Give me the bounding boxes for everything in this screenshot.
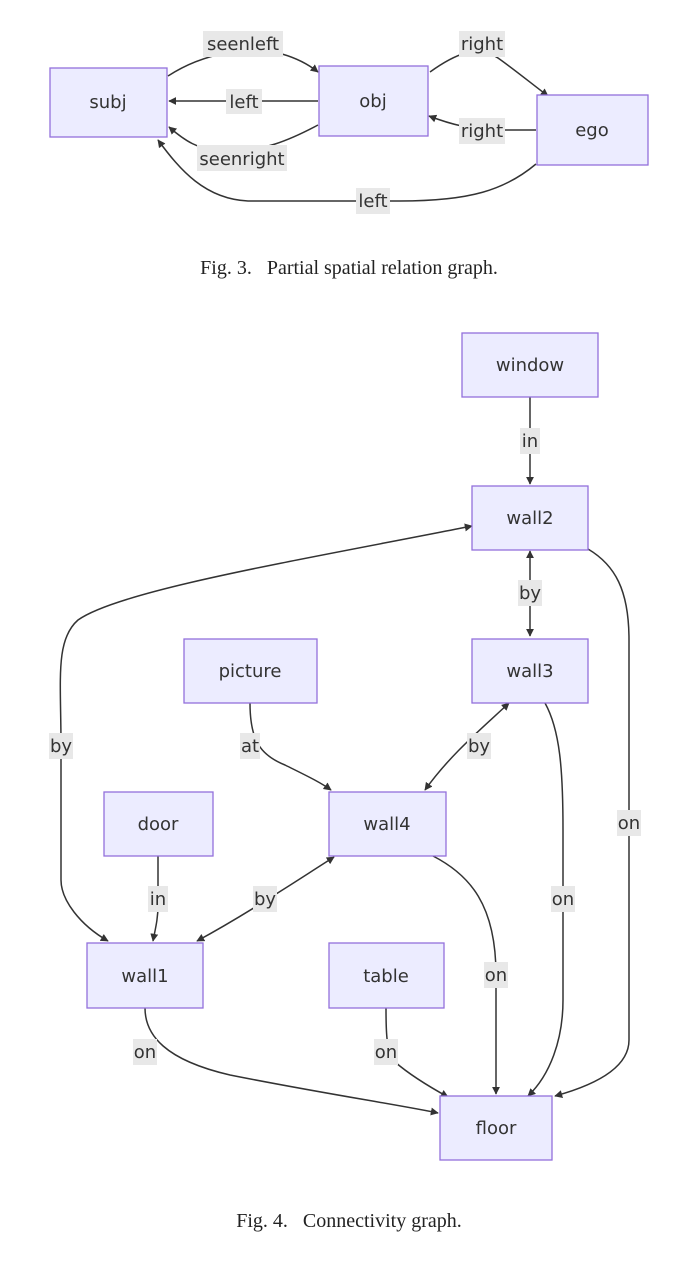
caption-fig3: Fig. 3. Partial spatial relation graph. xyxy=(200,257,498,279)
edge-label-door-wall1: in xyxy=(148,886,168,912)
edge-ego-subj-left xyxy=(157,139,537,202)
caption-fig4: Fig. 4. Connectivity graph. xyxy=(236,1210,462,1232)
edge-label-seenleft: seenleft xyxy=(203,31,283,57)
edge-wall1-floor xyxy=(144,1007,439,1116)
node-door: door xyxy=(103,791,214,857)
svg-text:table: table xyxy=(363,966,409,987)
node-window: window xyxy=(461,332,599,398)
svg-text:by: by xyxy=(468,736,490,757)
node-wall3: wall3 xyxy=(471,638,589,704)
svg-text:wall3: wall3 xyxy=(506,661,553,682)
edge-wall2-floor xyxy=(554,548,630,1098)
node-wall4: wall4 xyxy=(328,791,447,857)
node-subj: subj xyxy=(49,67,168,138)
svg-text:wall2: wall2 xyxy=(506,508,553,529)
svg-text:seenright: seenright xyxy=(199,149,284,170)
svg-text:seenleft: seenleft xyxy=(207,34,279,55)
edge-label-table-floor: on xyxy=(374,1039,398,1065)
edge-label-picture-wall4: at xyxy=(240,733,260,759)
svg-text:floor: floor xyxy=(476,1118,517,1139)
node-picture: picture xyxy=(183,638,318,704)
node-obj: obj xyxy=(318,65,429,137)
edge-label-wall1-floor: on xyxy=(133,1039,157,1065)
node-wall2: wall2 xyxy=(471,485,589,551)
svg-text:by: by xyxy=(519,583,541,604)
edge-label-wall4-wall1: by xyxy=(253,886,277,912)
svg-text:by: by xyxy=(254,889,276,910)
node-table: table xyxy=(328,942,445,1009)
svg-text:window: window xyxy=(496,355,564,376)
edge-label-wall3-wall4: by xyxy=(467,733,491,759)
svg-text:in: in xyxy=(150,889,166,910)
edge-wall3-floor xyxy=(527,702,564,1097)
edge-picture-wall4 xyxy=(249,702,332,791)
svg-text:picture: picture xyxy=(219,661,282,682)
edge-obj-ego-right xyxy=(429,50,549,97)
svg-text:on: on xyxy=(552,889,574,910)
svg-text:left: left xyxy=(229,92,258,113)
svg-text:on: on xyxy=(375,1042,397,1063)
svg-text:in: in xyxy=(522,431,538,452)
node-floor: floor xyxy=(439,1095,553,1161)
edge-label-wall2-floor: on xyxy=(617,810,641,836)
edge-label-window-wall2: in xyxy=(520,428,540,454)
svg-text:right: right xyxy=(461,34,503,55)
node-ego: ego xyxy=(536,94,649,166)
edge-label-seenright: seenright xyxy=(197,145,287,171)
figure-3: seenleft left seenright right right left… xyxy=(49,31,649,279)
edge-label-wall2-wall3: by xyxy=(518,580,542,606)
svg-text:wall1: wall1 xyxy=(121,966,168,987)
svg-text:right: right xyxy=(461,121,503,142)
edge-label-wall4-floor: on xyxy=(484,962,508,988)
edge-label-right-upper: right xyxy=(459,31,505,57)
edge-label-left-bottom: left xyxy=(356,188,390,214)
svg-text:wall4: wall4 xyxy=(363,814,410,835)
edge-label-wall3-floor: on xyxy=(551,886,575,912)
svg-text:ego: ego xyxy=(575,120,609,141)
node-wall1: wall1 xyxy=(86,942,204,1009)
edge-label-left: left xyxy=(226,89,262,114)
svg-text:on: on xyxy=(134,1042,156,1063)
figure-4: in by by on at by on in xyxy=(49,332,641,1232)
svg-text:by: by xyxy=(50,736,72,757)
svg-text:obj: obj xyxy=(359,91,386,112)
edge-label-right-lower: right xyxy=(459,118,505,144)
svg-text:on: on xyxy=(485,965,507,986)
edge-wall2-wall1 xyxy=(59,523,473,942)
svg-text:subj: subj xyxy=(89,92,126,113)
svg-text:left: left xyxy=(358,191,387,212)
svg-text:on: on xyxy=(618,813,640,834)
edge-wall3-wall4 xyxy=(424,702,510,791)
svg-text:door: door xyxy=(138,814,179,835)
svg-text:at: at xyxy=(241,736,259,757)
edge-label-wall2-wall1: by xyxy=(49,733,73,759)
